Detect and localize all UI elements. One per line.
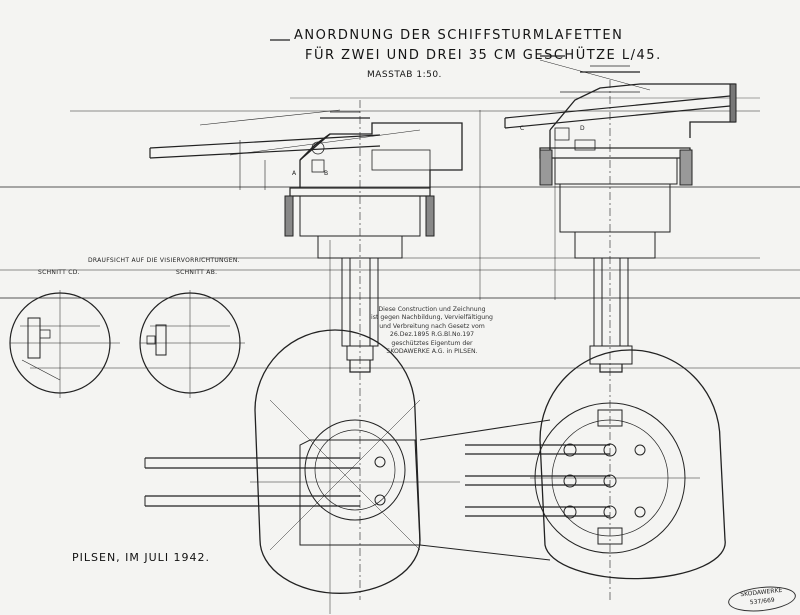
stamp-line: ist gegen Nachbildung, Vervielfältigung: [371, 314, 493, 322]
stamp-line: und Verbreitung nach Gesetz vom: [379, 322, 485, 330]
section-marker-a: A: [292, 170, 297, 177]
section-cd-label: SCHNITT CD.: [38, 269, 80, 276]
drawing-title-line-1: ANORDNUNG DER SCHIFFSTURMLAFETTEN: [294, 28, 624, 43]
place-date-note: PILSEN, IM JULI 1942.: [72, 551, 211, 564]
plan-views-heading: DRAUFSICHT AUF DIE VISIERVORRICHTUNGEN.: [88, 257, 240, 264]
stamp-line: SKODAWERKE A.G. in PILSEN.: [386, 348, 478, 356]
section-marker-c: C: [520, 125, 525, 132]
drawing-scale: MASSTAB 1:50.: [367, 70, 442, 80]
copyright-stamp: Diese Construction und Zeichnung ist geg…: [358, 306, 506, 356]
section-ab-label: SCHNITT AB.: [176, 269, 218, 276]
stamp-line: geschütztes Eigentum der: [391, 339, 473, 347]
stamp-line: 26.Dez.1895 R.G.Bl.No.197: [389, 331, 475, 339]
stamp-line: Diese Construction und Zeichnung: [378, 306, 486, 313]
section-marker-d: D: [580, 125, 585, 132]
drawing-title-line-2: FÜR ZWEI UND DREI 35 CM GESCHÜTZE L/45.: [305, 48, 662, 63]
section-marker-b: B: [324, 170, 329, 177]
